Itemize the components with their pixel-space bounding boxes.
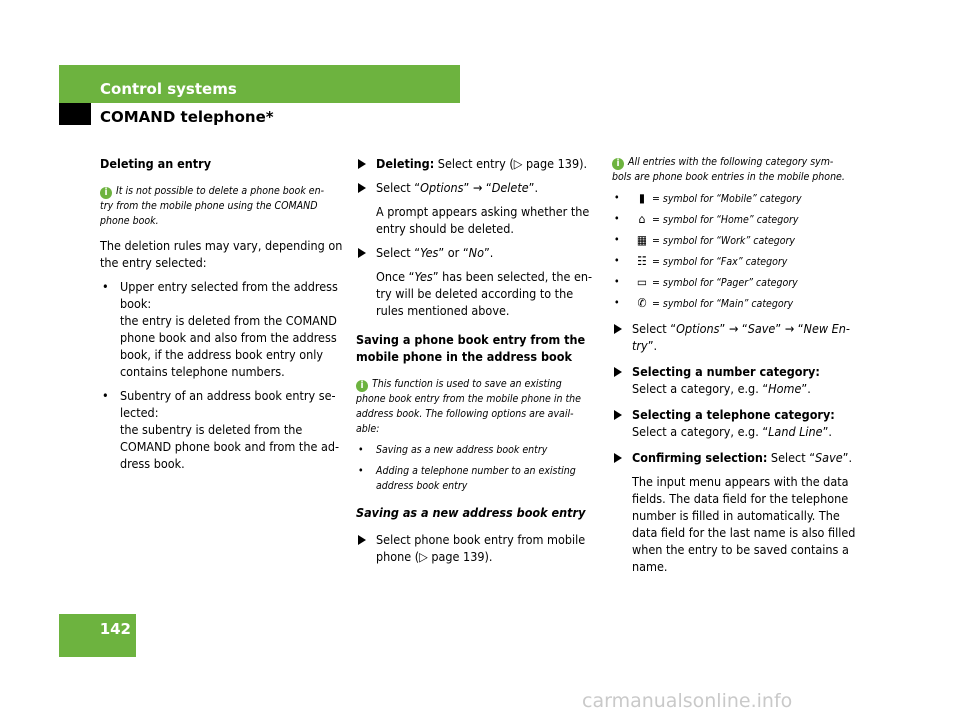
symbol-item-main: •✆= symbol for “Main” category	[614, 296, 794, 310]
page-number: 142	[99, 620, 131, 638]
info-icon: i	[100, 187, 112, 199]
heading-saving-new-entry: Saving as a new address book entry	[356, 505, 586, 520]
list-item: •Subentry of an address book entry se-le…	[102, 388, 340, 471]
symbol-item-fax: •☷= symbol for “Fax” category	[614, 254, 788, 268]
paragraph: Once “Yes” has been selected, the en-try…	[376, 269, 593, 318]
heading-deleting-entry: Deleting an entry	[100, 156, 212, 171]
header-band	[59, 65, 460, 103]
step-telephone-category: Selecting a telephone category:Select a …	[612, 406, 860, 440]
step-select-options-delete: Select “Options” → “Delete”.	[356, 179, 596, 196]
step-select-options-save: Select “Options” → “Save” → “New En-try”…	[612, 320, 860, 354]
step-deleting: Deleting: Select entry (▷ page 139).	[356, 155, 596, 172]
subsection-title: COMAND telephone*	[100, 108, 274, 126]
building-icon: ▦	[636, 233, 648, 247]
step-confirm-selection: Confirming selection: Select “Save”.	[612, 449, 860, 466]
page-number-box	[59, 614, 136, 657]
pager-icon: ▭	[636, 275, 648, 289]
step-number-category: Selecting a number category:Select a cat…	[612, 363, 860, 397]
step-select-yes-no: Select “Yes” or “No”.	[356, 244, 596, 261]
list-item: •Saving as a new address book entry	[358, 444, 548, 456]
info-icon: i	[612, 158, 624, 170]
symbol-item-pager: •▭= symbol for “Pager” category	[614, 275, 798, 289]
fax-icon: ☷	[637, 254, 647, 268]
watermark: carmanualsonline.info	[582, 690, 793, 712]
section-title: Control systems	[100, 80, 237, 98]
column-2: Deleting: Select entry (▷ page 139). Sel…	[356, 155, 596, 565]
symbol-item-work: •▦= symbol for “Work” category	[614, 233, 796, 247]
list-item: •Adding a telephone number to an existin…	[358, 465, 576, 492]
header-marker	[59, 103, 91, 125]
mobile-phone-icon: ▮	[639, 191, 645, 205]
symbol-item-home: •⌂= symbol for “Home” category	[614, 212, 799, 226]
symbol-item-mobile: •▮= symbol for “Mobile” category	[614, 191, 802, 205]
info-icon: i	[356, 380, 368, 392]
phone-handset-icon: ✆	[637, 296, 647, 310]
paragraph: The deletion rules may vary, depending o…	[100, 238, 343, 270]
home-icon: ⌂	[638, 212, 646, 226]
